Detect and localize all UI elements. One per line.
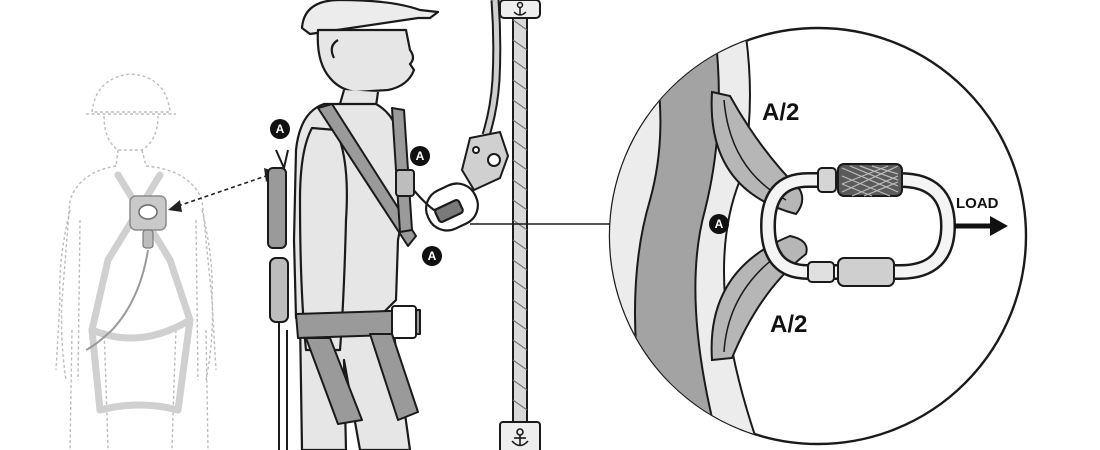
load-arrow-icon — [954, 216, 1008, 236]
detail-carabiner — [759, 172, 957, 280]
chest-carabiner — [425, 182, 479, 232]
reference-double-arrow — [168, 168, 276, 212]
harness-straps — [295, 103, 421, 425]
screw-gate-sleeve — [817, 163, 903, 197]
ghost-dorsal-plate — [85, 195, 167, 351]
back-lanyard-with-shock-absorber — [267, 149, 289, 450]
connecting-lanyard-rope — [481, 0, 502, 137]
carabiner-gate-nose — [807, 257, 895, 287]
marker-badge-back: A — [270, 119, 290, 139]
svg-text:A: A — [416, 149, 425, 163]
svg-text:A: A — [276, 122, 285, 136]
marker-badge-shoulder: A — [410, 146, 430, 166]
rope-grab-device — [460, 130, 510, 192]
top-anchor-icon — [499, 0, 541, 19]
svg-text:A: A — [428, 249, 437, 263]
marker-badge-chest: A — [422, 246, 442, 266]
magnified-detail-view — [608, 26, 1028, 446]
ghost-back-view-figure — [55, 73, 217, 450]
load-label: LOAD — [956, 195, 999, 212]
worker-figure-side-view — [292, 0, 447, 450]
half-load-label-bottom: A/2 — [770, 311, 807, 338]
half-load-label-top: A/2 — [762, 99, 799, 126]
svg-text:A: A — [715, 217, 724, 231]
marker-badge-detail: A — [709, 214, 729, 234]
bottom-anchor-icon — [499, 421, 541, 450]
vertical-lifeline-rope — [512, 9, 528, 431]
